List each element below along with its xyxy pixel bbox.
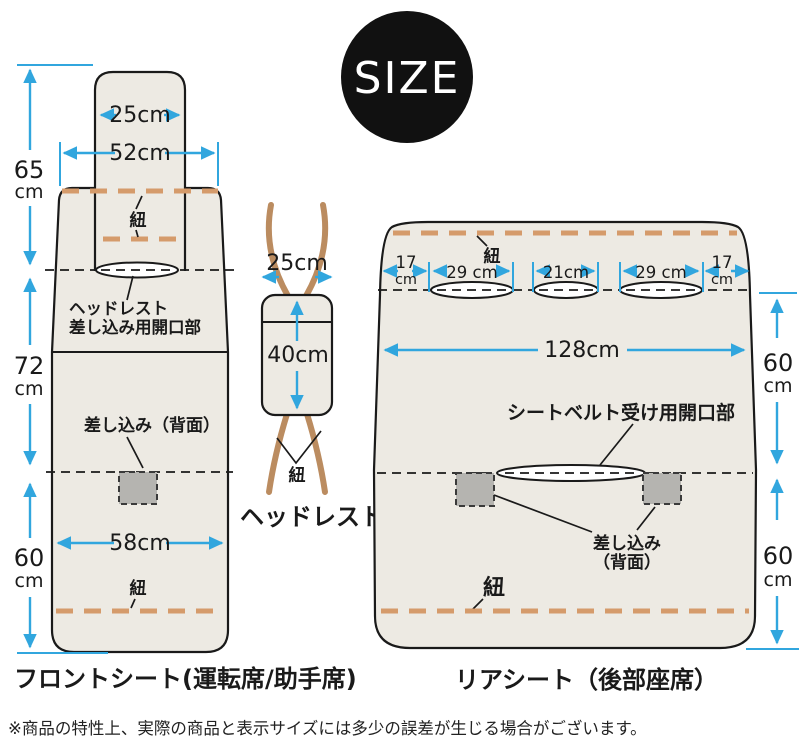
front-dim-72-value: 72	[14, 352, 45, 380]
headrest-tie-label: 紐	[289, 465, 306, 486]
rear-dim-21-label: 21cm	[543, 263, 589, 282]
rear-tie-top-label: 紐	[484, 246, 501, 267]
rear-dim-row: 17 cm 29 cm 21cm 29 cm 17 cm	[382, 253, 750, 292]
rear-belt-opening-label: シートベルト受け用開口部	[507, 401, 735, 424]
rear-dim-60b-value: 60	[763, 542, 794, 570]
headrest-dim-25-label: 25cm	[266, 251, 328, 276]
front-insert-pointer	[126, 436, 144, 469]
headrest-tie-pointer	[276, 430, 322, 465]
rear-seat-body	[372, 220, 758, 650]
headrest-string-top-left	[265, 202, 291, 299]
headrest-caption: ヘッドレスト	[240, 503, 384, 531]
rear-insert-square-left	[455, 472, 495, 507]
rear-insert-pointer-left	[493, 494, 593, 533]
size-badge-circle	[341, 11, 473, 143]
front-dim-25-label: 25cm	[109, 103, 171, 128]
front-dim-60-unit: cm	[15, 570, 44, 592]
rear-tie-bottom-label: 紐	[483, 575, 505, 601]
headrest-string-bottom-right	[304, 411, 328, 495]
rear-insert-square-right	[642, 472, 682, 505]
rear-tie-bottom-pointer	[472, 598, 484, 610]
rear-insert-label-2: （背面）	[593, 552, 661, 573]
front-seat-caption: フロントシート(運転席/助手席)	[14, 665, 357, 693]
front-insert-square	[118, 471, 158, 505]
rear-dim-29r-label: 29 cm	[635, 263, 686, 282]
front-tie-top-pointer	[135, 195, 143, 238]
front-opening-pointer	[126, 275, 134, 301]
rear-dim-29l-label: 29 cm	[446, 263, 497, 282]
front-dim-58-label: 58cm	[109, 531, 171, 556]
front-headrest-strip	[93, 70, 187, 271]
rear-dim-17l-value: 17	[396, 253, 417, 272]
front-dim-65-value: 65	[14, 156, 45, 184]
rear-belt-opening-pointer	[599, 423, 634, 466]
rear-dim-17r-value: 17	[712, 253, 733, 272]
front-opening-label-1: ヘッドレスト	[69, 299, 168, 318]
front-dim-72-unit: cm	[15, 378, 44, 400]
front-seat-diagram: 紐 ヘッドレスト 差し込み用開口部 差し込み（背面） 58cm 紐 25cm 5…	[14, 64, 357, 693]
rear-tie-top-pointer	[476, 235, 488, 247]
front-dim-52-ticks	[59, 142, 219, 186]
front-tie-top-label: 紐	[130, 210, 147, 231]
headrest-diagram: 25cm 40cm 紐 ヘッドレスト	[240, 202, 384, 531]
rear-insert-pointer-right	[636, 506, 656, 531]
front-insert-label: 差し込み（背面）	[84, 415, 220, 436]
front-tie-bottom-label: 紐	[130, 578, 147, 599]
rear-seat-caption: リアシート（後部座席）	[455, 666, 718, 694]
rear-insert-label-1: 差し込み	[593, 533, 661, 554]
headrest-string-bottom-left	[266, 411, 290, 495]
rear-dim-column: 60 cm 60 cm	[746, 292, 799, 650]
front-dim-60-value: 60	[14, 544, 45, 572]
size-badge: SIZE	[341, 11, 473, 143]
front-dim-52-label: 52cm	[109, 141, 171, 166]
front-opening-label-2: 差し込み用開口部	[69, 317, 202, 337]
front-tie-bottom-pointer	[130, 598, 136, 609]
footnote: ※商品の特性上、実際の商品と表示サイズには多少の誤差が生じる場合がございます。	[8, 718, 647, 738]
rear-dim-60t-value: 60	[763, 349, 794, 377]
size-badge-label: SIZE	[354, 53, 461, 104]
rear-dim-60b-unit: cm	[764, 569, 793, 591]
front-dim-65-unit: cm	[15, 181, 44, 203]
rear-seat-diagram: 紐 17 cm 29 cm 21cm 29 cm 17 cm	[372, 220, 799, 694]
rear-dim-17l-unit: cm	[395, 272, 417, 288]
rear-dim-17r-unit: cm	[711, 272, 733, 288]
headrest-body	[260, 293, 334, 417]
rear-dim-ticks	[428, 262, 704, 292]
front-dim-column: 65 cm 72 cm 60 cm	[14, 64, 108, 654]
rear-dim-60t-unit: cm	[764, 375, 793, 397]
headrest-dim-40-label: 40cm	[267, 343, 329, 368]
rear-dim-128-label: 128cm	[544, 338, 620, 363]
headrest-string-top-right	[303, 202, 329, 299]
